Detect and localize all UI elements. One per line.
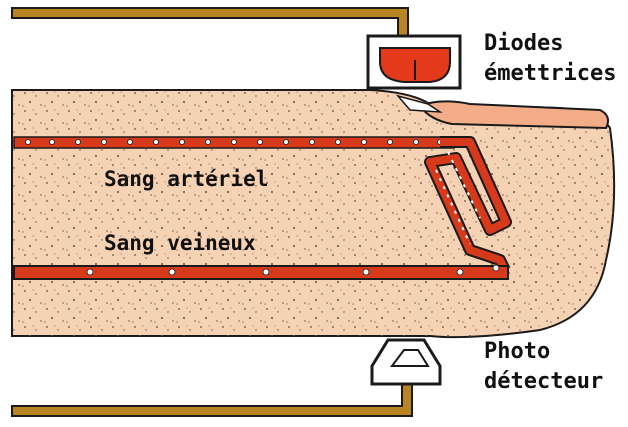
finger-texture bbox=[12, 90, 614, 337]
venous-label: Sang veineux bbox=[104, 231, 256, 255]
emitter-label-line2: émettrices bbox=[484, 61, 616, 86]
detector-label-line1: Photo bbox=[484, 339, 550, 364]
clamp-frame-top bbox=[12, 8, 408, 38]
clamp-frame-bottom bbox=[12, 382, 412, 416]
fingernail bbox=[420, 101, 608, 128]
emitter-label-line1: Diodes bbox=[484, 31, 563, 56]
detector-label-line2: détecteur bbox=[484, 369, 603, 394]
arterial-label: Sang artériel bbox=[104, 167, 268, 191]
